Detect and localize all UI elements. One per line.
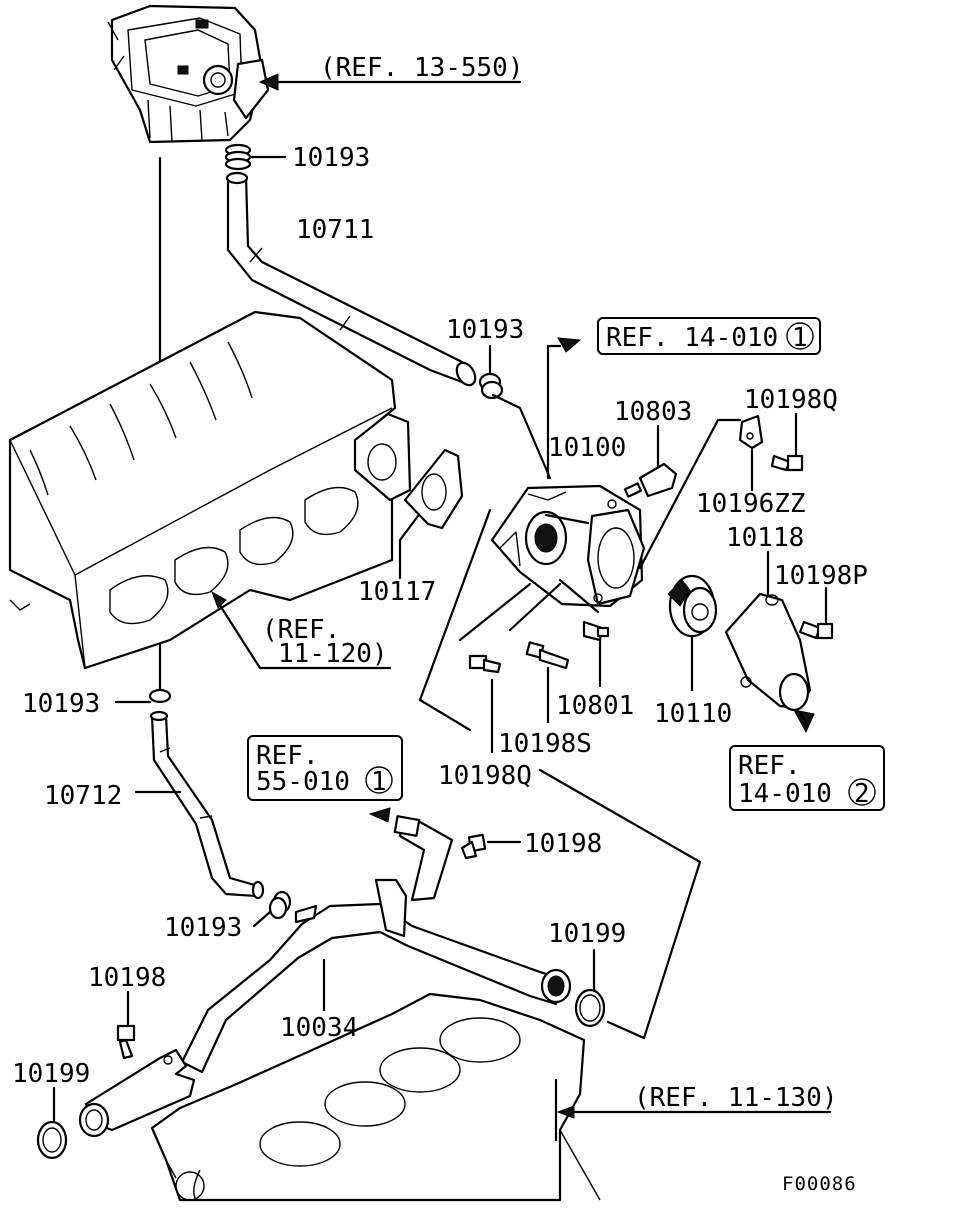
bolt-10198-left-illustration bbox=[116, 1024, 136, 1060]
ref-heater-line1: REF. bbox=[256, 741, 319, 771]
inlet-fitting-illustration bbox=[78, 1048, 196, 1138]
part-label-10110: 10110 bbox=[654, 699, 732, 729]
part-label-10198P: 10198P bbox=[774, 561, 868, 591]
part-label-10803: 10803 bbox=[614, 397, 692, 427]
part-label-10198-a: 10198 bbox=[524, 829, 602, 859]
part-label-10198Q-b: 10198Q bbox=[438, 761, 532, 791]
oring-10199-left-illustration bbox=[36, 1120, 68, 1160]
outlet-fitting-10118-illustration bbox=[724, 592, 812, 712]
part-label-10198S: 10198S bbox=[498, 729, 592, 759]
gasket-10117-illustration bbox=[403, 448, 464, 530]
engine-block-illustration bbox=[150, 992, 601, 1202]
ref-heater-line2: 55-010 bbox=[256, 767, 350, 797]
part-label-10198-b: 10198 bbox=[88, 963, 166, 993]
ref-outlet-circle: 2 bbox=[854, 779, 870, 809]
bracket-10196ZZ-illustration bbox=[738, 414, 764, 450]
part-label-10118: 10118 bbox=[726, 523, 804, 553]
part-label-10193-b: 10193 bbox=[446, 315, 524, 345]
part-label-10193-c: 10193 bbox=[22, 689, 100, 719]
hose-10711-illustration bbox=[225, 171, 477, 387]
ref-intake-manifold-line2: 11-120) bbox=[278, 639, 388, 669]
clip-10193-top bbox=[224, 143, 252, 171]
bolt-10198Q-top-illustration bbox=[770, 454, 804, 472]
throttle-body-illustration bbox=[107, 4, 270, 144]
sensor-10803-illustration bbox=[623, 462, 678, 498]
thermostat-housing-illustration bbox=[490, 484, 646, 608]
part-label-10711: 10711 bbox=[296, 215, 374, 245]
ref-throttle-label: (REF. 13-550) bbox=[320, 53, 524, 83]
ref-box-heater bbox=[247, 735, 403, 801]
part-label-10193-a: 10193 bbox=[292, 143, 370, 173]
ref-upper-right-circle: 1 bbox=[792, 323, 808, 353]
ref-box-outlet bbox=[729, 745, 885, 811]
ref-heater-circle: 1 bbox=[371, 767, 387, 797]
oring-10199-right-illustration bbox=[574, 988, 606, 1028]
part-label-10196ZZ: 10196ZZ bbox=[696, 489, 806, 519]
part-label-10193-d: 10193 bbox=[164, 913, 242, 943]
ref-outlet-line2: 14-010 bbox=[738, 779, 832, 809]
clip-10193-left bbox=[148, 688, 172, 704]
clip-10193-lower bbox=[268, 890, 292, 920]
bolt-10198Q-lower-illustration bbox=[468, 654, 502, 674]
part-label-10712: 10712 bbox=[44, 781, 122, 811]
part-label-10199-a: 10199 bbox=[548, 919, 626, 949]
intake-manifold-illustration bbox=[8, 310, 412, 670]
thermostat-10110-illustration bbox=[667, 574, 718, 638]
part-label-10199-b: 10199 bbox=[12, 1059, 90, 1089]
figure-code: F00086 bbox=[782, 1173, 857, 1195]
clip-10193-right bbox=[478, 372, 504, 400]
ref-box-upper-right bbox=[597, 317, 821, 355]
bolt-10198-right-illustration bbox=[460, 833, 487, 860]
bolt-10198P-illustration bbox=[798, 620, 834, 640]
part-label-10100: 10100 bbox=[548, 433, 626, 463]
ref-upper-right-label: REF. 14-010 bbox=[606, 323, 778, 353]
ref-engine-block-label: (REF. 11-130) bbox=[634, 1083, 838, 1113]
hose-10712-illustration bbox=[149, 710, 265, 900]
part-label-10034: 10034 bbox=[280, 1013, 358, 1043]
sensor-10801-illustration bbox=[582, 620, 610, 642]
ref-outlet-line1: REF. bbox=[738, 751, 801, 781]
ref-intake-manifold-line1: (REF. bbox=[262, 615, 340, 645]
part-label-10198Q-a: 10198Q bbox=[744, 385, 838, 415]
water-pipe-10034-illustration bbox=[180, 815, 572, 1074]
part-label-10117: 10117 bbox=[358, 577, 436, 607]
bolt-10198S-illustration bbox=[525, 641, 570, 670]
part-label-10801: 10801 bbox=[556, 691, 634, 721]
